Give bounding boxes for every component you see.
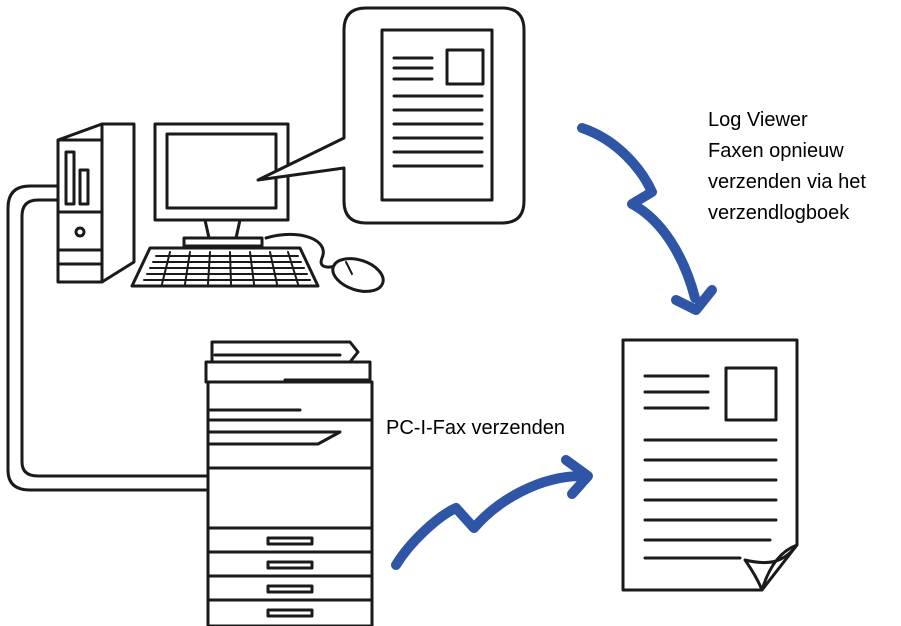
log-viewer-label-line-3: verzenden via het: [708, 171, 866, 193]
multifunction-printer-icon: [204, 340, 374, 626]
pc-fax-label: PC-I-Fax verzenden: [386, 417, 565, 439]
speech-bubble-document-icon: [256, 6, 526, 225]
log-viewer-label: Log Viewer Faxen opnieuw verzenden via h…: [708, 105, 866, 229]
log-viewer-label-line-4: verzendlogboek: [708, 202, 850, 224]
log-viewer-label-line-1: Log Viewer: [708, 109, 808, 131]
monitor-icon: [153, 122, 290, 248]
mouse-icon: [264, 233, 385, 293]
document-icon: [621, 338, 799, 592]
log-viewer-arrow-icon: [577, 123, 717, 315]
pc-tower-icon: [56, 122, 136, 284]
network-cable: [6, 184, 212, 492]
pc-fax-arrow-icon: [391, 455, 593, 570]
log-viewer-label-line-2: Faxen opnieuw: [708, 140, 844, 162]
keyboard-icon: [130, 246, 320, 288]
